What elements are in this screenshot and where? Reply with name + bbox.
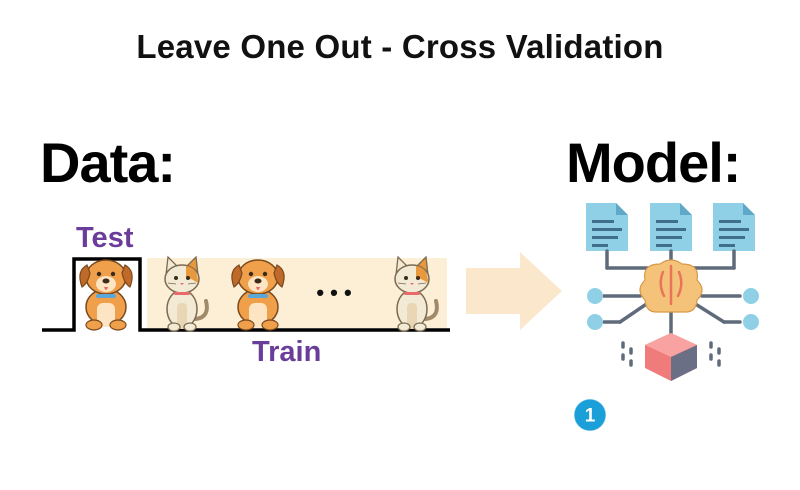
test-label: Test xyxy=(76,222,134,254)
ellipsis: • • • xyxy=(316,280,351,305)
dog-icon xyxy=(79,259,133,331)
data-heading: Data: xyxy=(40,131,176,194)
model-heading: Model: xyxy=(566,131,741,194)
train-label: Train xyxy=(252,336,322,368)
brain-model-icon xyxy=(586,203,759,381)
page-title: Leave One Out - Cross Validation xyxy=(136,28,664,65)
badge-number: 1 xyxy=(585,406,596,427)
number-badge-icon: 1 xyxy=(573,398,607,432)
right-arrow-icon xyxy=(466,252,562,330)
